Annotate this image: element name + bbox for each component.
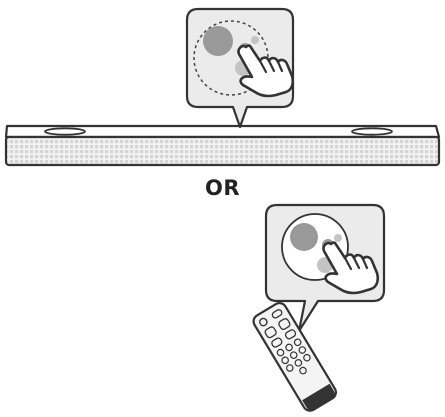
remote-control-icon [252,301,338,412]
soundbar-callout [185,7,295,129]
soundbar-grille [4,135,441,167]
small-control-button-icon [251,36,259,44]
right-top-button [351,127,393,136]
or-separator: OR [204,176,241,200]
small-control-button-icon [334,234,342,242]
control-button-icon [290,223,318,251]
soundbar-icon [4,124,441,167]
control-button-icon [203,26,233,56]
power-button-icon [259,317,268,327]
left-top-button [44,127,86,136]
remote-callout [264,203,386,333]
